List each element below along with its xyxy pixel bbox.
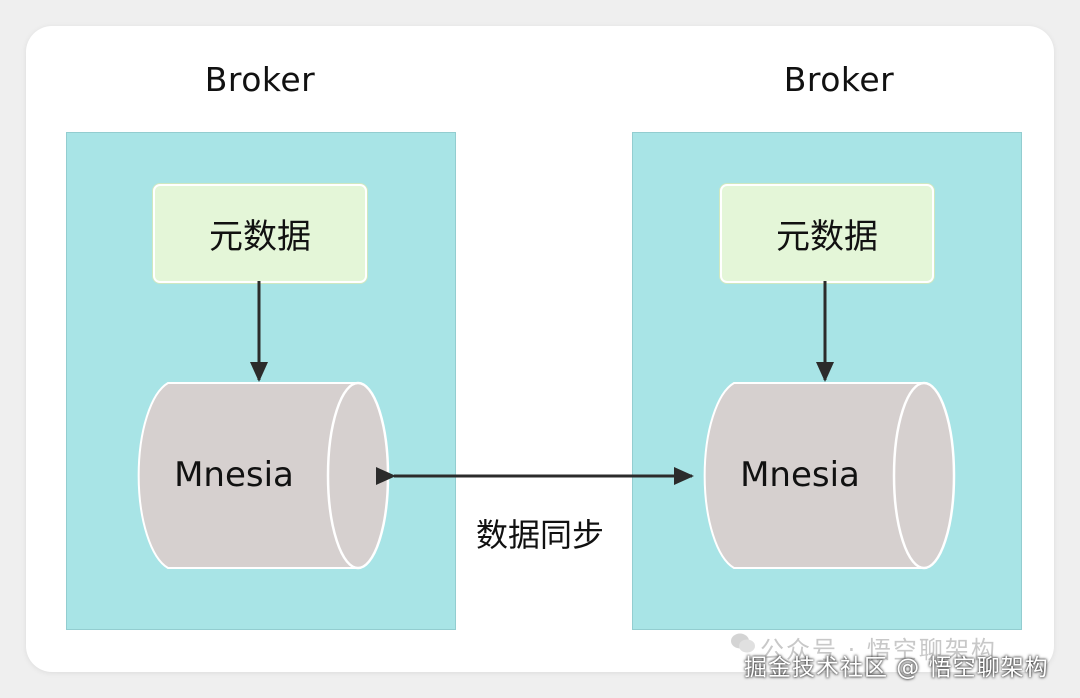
- broker-right-metadata-label: 元数据: [776, 217, 878, 257]
- broker-left-mnesia-label: Mnesia: [174, 455, 294, 495]
- broker-left-metadata-box: 元数据: [153, 184, 367, 283]
- sync-label: 数据同步: [475, 516, 604, 554]
- broker-left-title: Broker: [204, 60, 316, 99]
- broker-left-mnesia-cylinder: [137, 381, 390, 570]
- broker-right-mnesia-label: Mnesia: [740, 455, 860, 495]
- broker-right-mnesia-cylinder: [703, 381, 956, 570]
- wechat-icon: [731, 633, 755, 653]
- broker-right-metadata-box: 元数据: [720, 184, 934, 283]
- watermark-source-text: 掘金技术社区 @ 悟空聊架构: [744, 655, 1049, 681]
- broker-left-metadata-label: 元数据: [209, 217, 311, 257]
- watermark-faded-text: 公众号 · 悟空聊架构: [760, 636, 997, 664]
- broker-right-title: Broker: [783, 60, 895, 99]
